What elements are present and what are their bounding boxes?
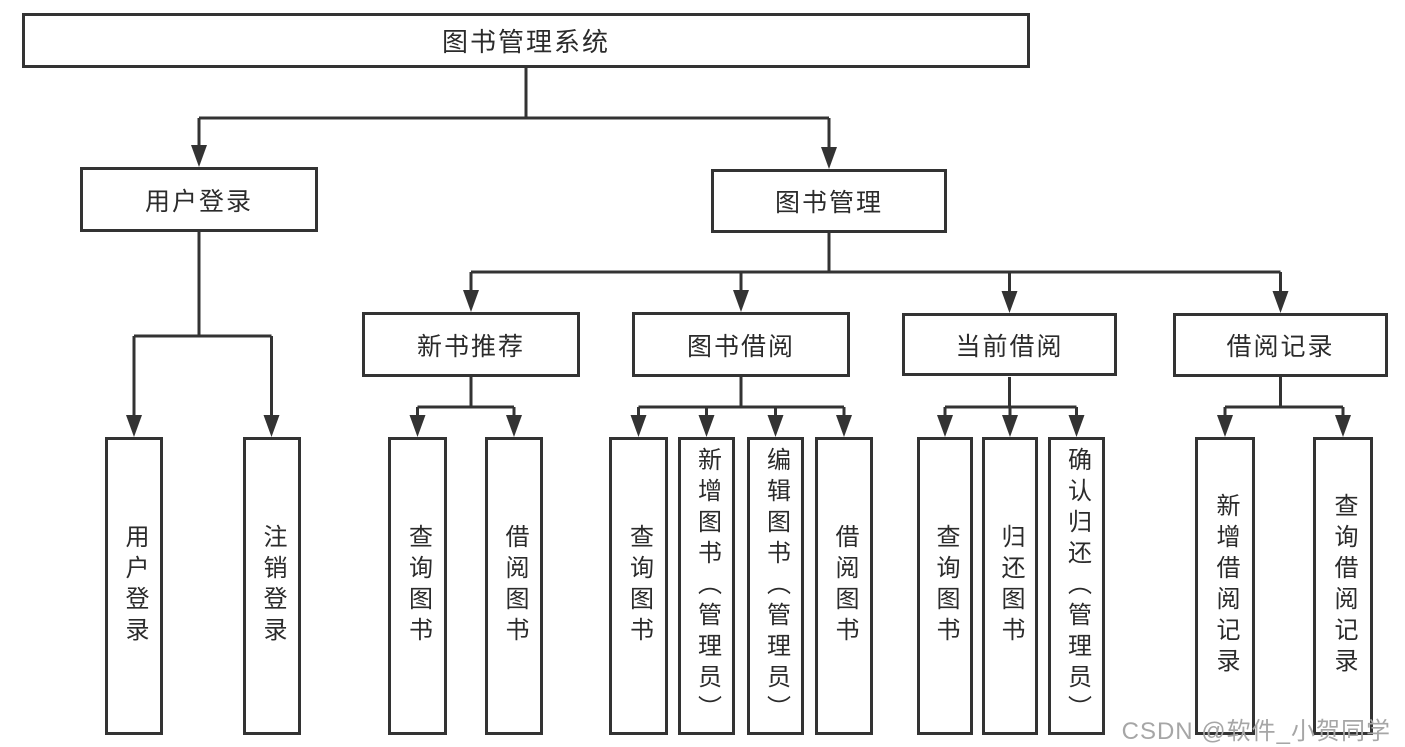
node-leaf-return-books: 归还图书 bbox=[982, 437, 1038, 735]
node-book-management: 图书管理 bbox=[711, 169, 947, 233]
node-book-borrowing: 图书借阅 bbox=[632, 312, 850, 377]
node-leaf-add-books-admin: 新增图书（管理员） bbox=[678, 437, 735, 735]
arrowheads bbox=[126, 145, 1351, 437]
node-leaf-add-borrow-record: 新增借阅记录 bbox=[1195, 437, 1255, 735]
node-leaf-confirm-return-admin: 确认归还（管理员） bbox=[1048, 437, 1105, 735]
node-library-management-system: 图书管理系统 bbox=[22, 13, 1030, 68]
node-leaf-user-login: 用户登录 bbox=[105, 437, 163, 735]
node-leaf-edit-books-admin: 编辑图书（管理员） bbox=[747, 437, 804, 735]
node-leaf-query-borrow-record: 查询借阅记录 bbox=[1313, 437, 1373, 735]
node-leaf-query-books-borrowing: 查询图书 bbox=[609, 437, 668, 735]
node-leaf-logout: 注销登录 bbox=[243, 437, 301, 735]
node-leaf-borrow-books-recommend: 借阅图书 bbox=[485, 437, 543, 735]
node-current-borrowing: 当前借阅 bbox=[902, 313, 1117, 376]
node-new-book-recommend: 新书推荐 bbox=[362, 312, 580, 377]
node-borrowing-records: 借阅记录 bbox=[1173, 313, 1388, 377]
node-leaf-borrow-books-borrowing: 借阅图书 bbox=[815, 437, 873, 735]
node-user-login: 用户登录 bbox=[80, 167, 318, 232]
node-leaf-query-books-recommend: 查询图书 bbox=[388, 437, 447, 735]
node-leaf-query-books-current: 查询图书 bbox=[917, 437, 973, 735]
csdn-watermark: CSDN @软件_小贺同学 bbox=[1121, 718, 1391, 745]
